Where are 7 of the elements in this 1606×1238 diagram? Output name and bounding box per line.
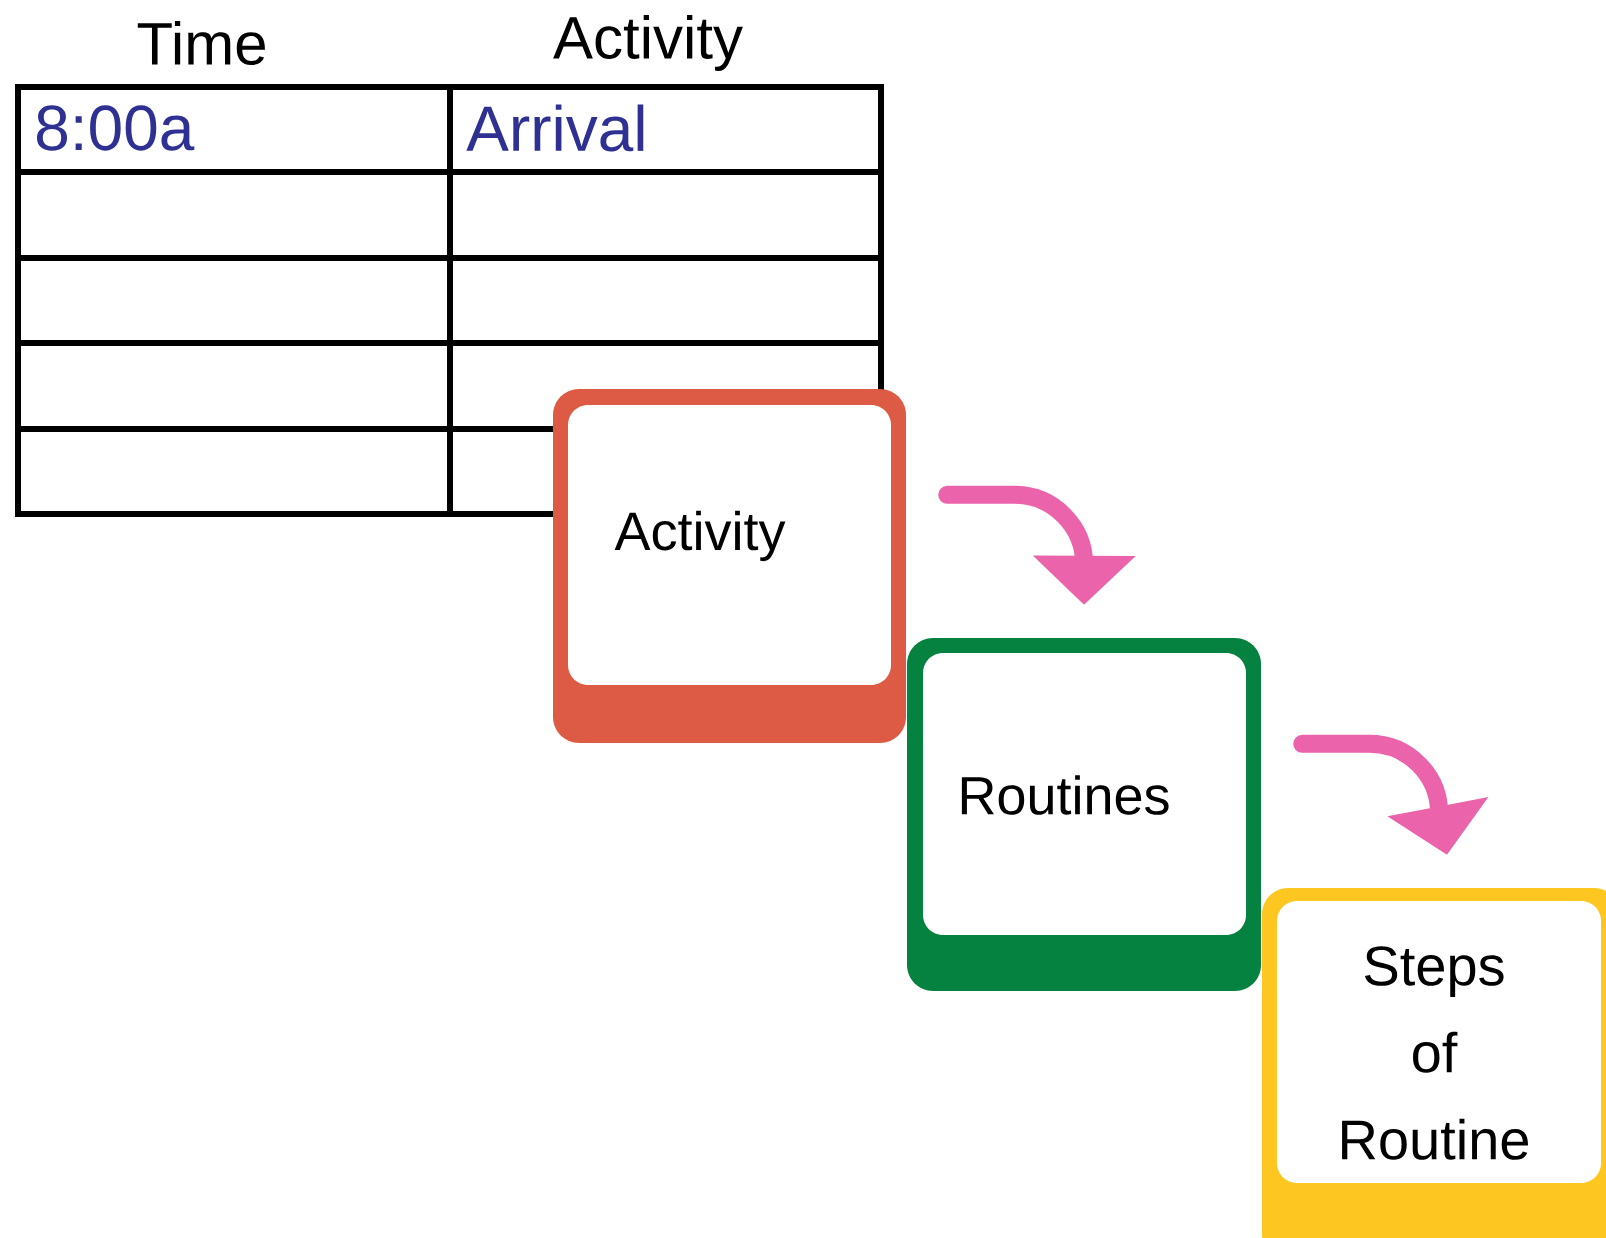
column-header: Time xyxy=(137,20,265,65)
column-header: Activity xyxy=(553,15,743,71)
activity-box: Activity xyxy=(553,389,906,743)
routine-box: Routines xyxy=(907,638,1261,991)
activity-entry: Arrival xyxy=(466,104,644,152)
time-entry: 8:00a xyxy=(37,105,195,151)
step-box: Steps of Routine xyxy=(1262,888,1606,1238)
